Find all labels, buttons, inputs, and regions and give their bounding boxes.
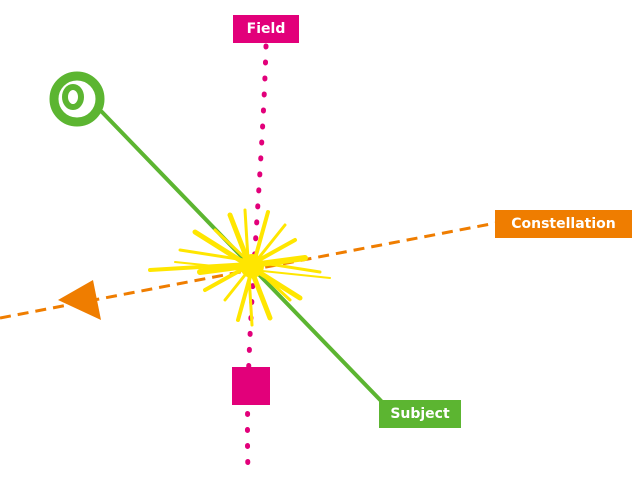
constellation-label: Constellation [495,210,632,238]
square-marker-icon [232,367,270,405]
burst-icon [148,208,331,327]
ring-icon [49,71,105,127]
subject-label: Subject [379,400,461,428]
field-label: Field [233,15,299,43]
triangle-arrow-icon [58,280,101,320]
